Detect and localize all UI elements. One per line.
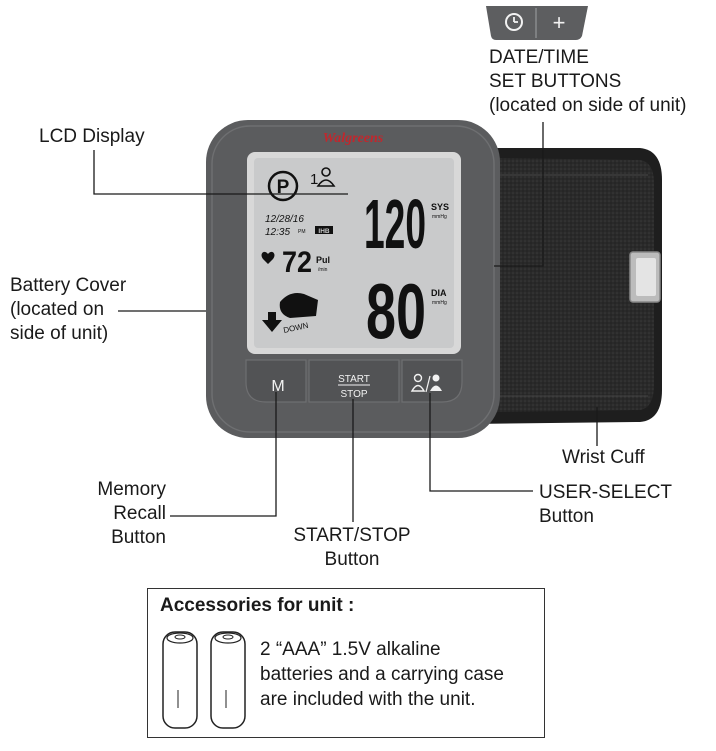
start-button-label[interactable]: START xyxy=(338,374,370,385)
label-user-select-line1: USER-SELECT xyxy=(539,482,673,503)
brand-logo: Walgreens xyxy=(323,131,384,146)
label-battery-cover-line3: side of unit) xyxy=(10,323,109,344)
accessories-text-line2: batteries and a carrying case xyxy=(260,664,504,685)
label-lcd-display-text: LCD Display xyxy=(39,126,145,147)
lcd-content: P 1 120 SYS mmHg 80 DIA mmHg 12/28/16 12… xyxy=(261,167,449,355)
lcd-sys-value: 120 xyxy=(364,185,426,263)
label-date-time-line2: SET BUTTONS xyxy=(489,71,622,92)
label-memory-recall-line2: Recall xyxy=(113,503,166,524)
label-user-select-line2: Button xyxy=(539,506,594,527)
cuff-ring xyxy=(629,251,661,303)
accessories-text: 2 “AAA” 1.5V alkaline batteries and a ca… xyxy=(260,637,504,712)
lcd-p-symbol: P xyxy=(277,177,290,198)
user-select-icon[interactable] xyxy=(410,373,442,393)
clock-icon[interactable] xyxy=(505,13,523,31)
memory-button-label[interactable]: M xyxy=(271,378,284,395)
side-buttons xyxy=(486,6,588,40)
accessories-text-line1: 2 “AAA” 1.5V alkaline xyxy=(260,639,441,660)
label-battery-cover-line1: Battery Cover xyxy=(10,275,127,296)
plus-button-symbol[interactable]: + xyxy=(553,10,566,35)
accessories-box: Accessories for unit : 2 “AAA” 1.5V alka… xyxy=(147,588,545,738)
label-battery-cover: Battery Cover (located on side of unit) xyxy=(10,274,126,346)
accessories-text-line3: are included with the unit. xyxy=(260,689,476,710)
svg-text:Walgreens: Walgreens xyxy=(323,131,384,146)
lcd-deflate-icon xyxy=(262,293,318,332)
battery-icon xyxy=(210,631,246,729)
lcd-ihb: IHB xyxy=(318,228,330,235)
lcd-user-number: 1 xyxy=(310,171,318,188)
button-strip xyxy=(245,359,463,403)
lcd-pulse-unit: Pul xyxy=(316,255,330,265)
lcd-ampm: PM xyxy=(298,229,306,235)
label-user-select: USER-SELECT Button xyxy=(539,481,672,529)
accessories-title: Accessories for unit : xyxy=(160,595,355,616)
label-date-time-line3: (located on side of unit) xyxy=(489,95,687,116)
lcd-dia-value: 80 xyxy=(366,267,426,355)
leader-lines xyxy=(93,122,598,522)
label-date-time: DATE/TIME SET BUTTONS (located on side o… xyxy=(489,46,687,118)
label-wrist-cuff-text: Wrist Cuff xyxy=(562,447,645,468)
lcd-dia-sub: mmHg xyxy=(432,300,447,306)
label-date-time-line1: DATE/TIME xyxy=(489,47,589,68)
label-lcd-display: LCD Display xyxy=(39,125,145,149)
label-start-stop-line1: START/STOP xyxy=(293,525,411,546)
label-memory-recall-line1: Memory xyxy=(97,479,166,500)
label-memory-recall-line3: Button xyxy=(111,527,166,548)
label-battery-cover-line2: (located on xyxy=(10,299,105,320)
lcd-time: 12:35 xyxy=(265,227,290,238)
label-start-stop: START/STOP Button xyxy=(282,524,422,572)
wrist-cuff xyxy=(470,148,662,424)
lcd-sys-unit: SYS xyxy=(431,202,449,212)
lcd-user-icon xyxy=(316,167,336,187)
lcd-pulse-sub: /min xyxy=(318,267,328,273)
label-start-stop-line2: Button xyxy=(324,549,380,570)
stop-button-label[interactable]: STOP xyxy=(340,389,367,400)
label-memory-recall: Memory Recall Button xyxy=(60,478,166,550)
lcd-dia-unit: DIA xyxy=(431,288,447,298)
label-wrist-cuff: Wrist Cuff xyxy=(562,446,645,470)
battery-icon xyxy=(162,631,198,729)
lcd-sys-sub: mmHg xyxy=(432,214,447,220)
lcd-heart-icon xyxy=(261,251,275,264)
lcd-date: 12/28/16 xyxy=(265,214,304,225)
lcd-pulse-value: 72 xyxy=(282,246,312,279)
